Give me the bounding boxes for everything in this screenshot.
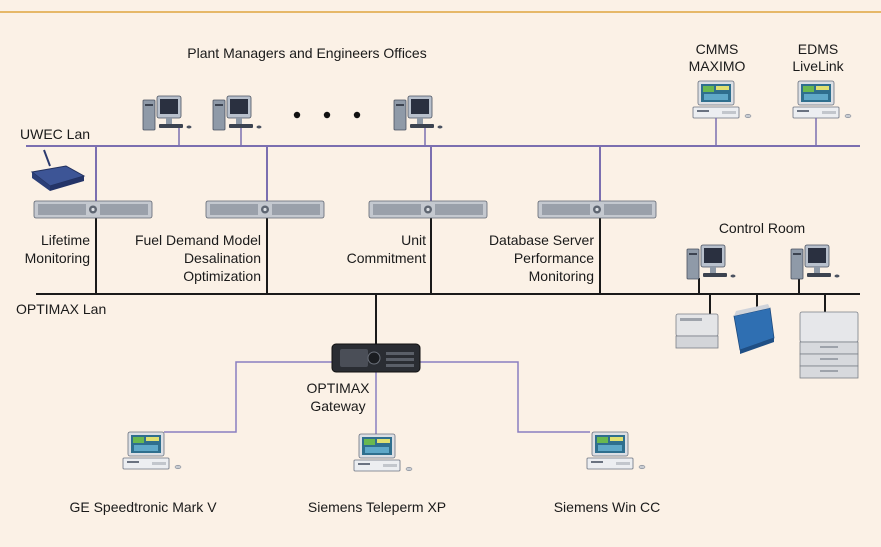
optimax-gateway-device: [331, 343, 421, 373]
lifetime-label-line2: Monitoring: [25, 250, 90, 266]
gateway-label-line2: Gateway: [310, 398, 365, 414]
printer-3-icon: [799, 311, 859, 379]
uwec-lan-label: UWEC Lan: [20, 126, 90, 142]
optimax-lan-label: OPTIMAX Lan: [16, 301, 106, 317]
lifetime-server: [33, 200, 153, 219]
siemens-teleperm-label: Siemens Teleperm XP: [308, 499, 446, 515]
database-server: [537, 200, 657, 219]
database-label-line1: Database Server: [489, 232, 594, 248]
unit-server: [368, 200, 488, 219]
plant-offices-label: Plant Managers and Engineers Offices: [187, 45, 426, 61]
database-label-line3: Monitoring: [529, 268, 594, 284]
fuel-label-line1: Fuel Demand Model: [135, 232, 261, 248]
unit-label-line1: Unit: [401, 232, 426, 248]
fuel-label-line2: Desalination: [184, 250, 261, 266]
lifetime-label-line1: Lifetime: [41, 232, 90, 248]
gateway-label-line1: OPTIMAX: [306, 380, 370, 396]
fuel-label-line3: Optimization: [183, 268, 261, 284]
unit-label-line2: Commitment: [347, 250, 426, 266]
siemens-wincc-label: Siemens Win CC: [554, 499, 661, 515]
ellipsis-dot: [323, 111, 331, 119]
gateway-link-ge: [164, 361, 332, 433]
cmms-label-line1: CMMS: [696, 41, 739, 57]
gateway-link-wincc: [420, 361, 590, 433]
ellipsis-dot: [353, 111, 361, 119]
modem-icon: [30, 149, 86, 191]
edms-label-line1: EDMS: [798, 41, 838, 57]
control-room-label: Control Room: [719, 220, 805, 236]
cmms-label-line2: MAXIMO: [689, 58, 746, 74]
edms-label-line2: LiveLink: [792, 58, 844, 74]
fuel-server: [205, 200, 325, 219]
ellipsis-dot: [293, 111, 301, 119]
printer-1-icon: [675, 313, 719, 349]
printer-2-icon: [733, 304, 775, 354]
database-label-line2: Performance: [514, 250, 594, 266]
ge-speedtronic-label: GE Speedtronic Mark V: [69, 499, 217, 515]
